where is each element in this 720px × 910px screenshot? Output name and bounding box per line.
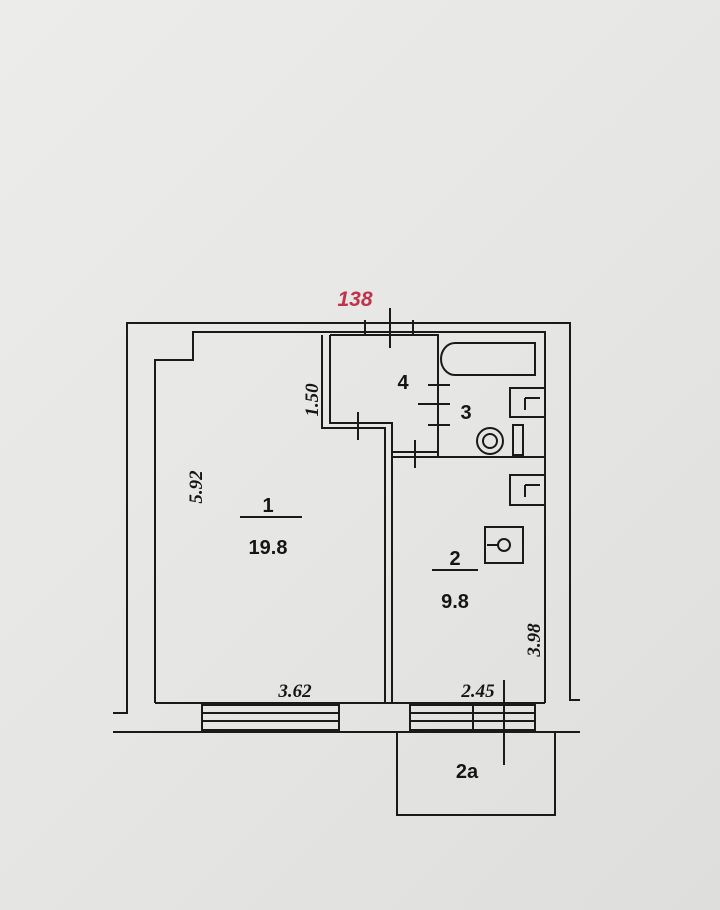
toilet <box>476 427 504 455</box>
dim-corridor: 1.50 <box>302 383 323 417</box>
stove <box>484 526 524 564</box>
kitchen-sink <box>509 474 546 506</box>
windows <box>201 704 536 731</box>
room-4-label: 4 <box>397 372 409 394</box>
door-marks <box>240 308 505 765</box>
bathtub <box>440 342 536 376</box>
dim-room1-width: 3.62 <box>277 681 312 702</box>
room-1-label: 1 <box>262 495 273 517</box>
walls <box>113 320 580 733</box>
dim-room2-width: 2.45 <box>460 681 495 702</box>
dim-room2-length: 3.98 <box>524 623 545 658</box>
room-2-area: 9.8 <box>441 591 469 613</box>
fixtures <box>440 342 546 564</box>
washbasin <box>509 387 546 418</box>
balcony-label: 2a <box>456 761 479 783</box>
room-1-area: 19.8 <box>249 537 288 559</box>
balcony <box>396 731 556 816</box>
apartment-number: 138 <box>337 288 372 311</box>
dim-room1-length: 5.92 <box>186 470 207 504</box>
room-3-label: 3 <box>460 402 471 424</box>
room-2-label: 2 <box>449 548 460 570</box>
